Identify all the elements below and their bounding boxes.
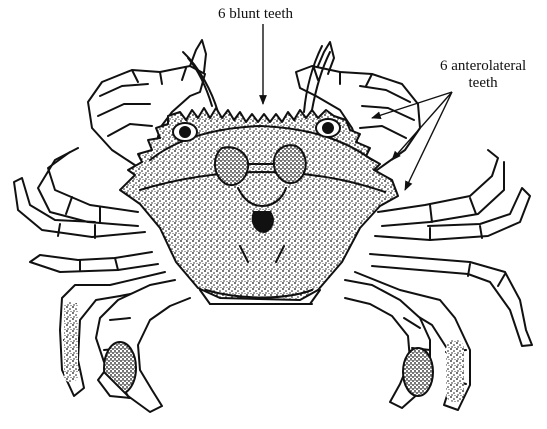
label-anterolateral-line2: teeth: [440, 75, 526, 92]
label-anterolateral-line1: 6 anterolateral: [440, 58, 526, 75]
label-blunt-teeth: 6 blunt teeth: [218, 6, 293, 23]
carapace: [120, 108, 398, 300]
label-anterolateral-teeth: 6 anterolateral teeth: [440, 58, 526, 92]
